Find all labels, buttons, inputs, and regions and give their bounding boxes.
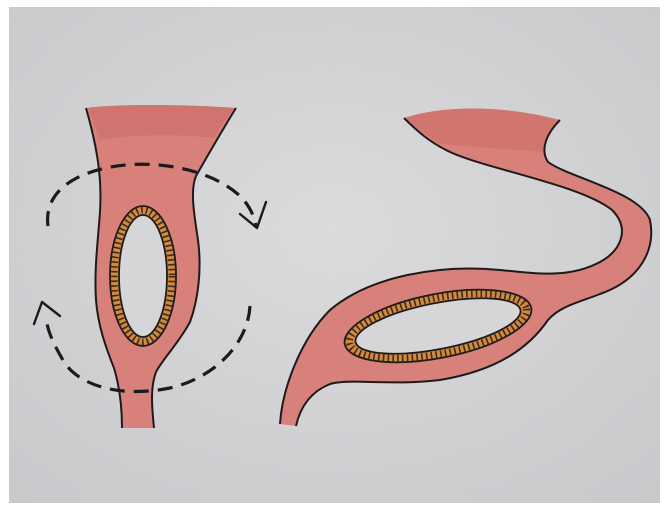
left-lumen: [119, 215, 167, 337]
left-rim-shade: [88, 105, 234, 140]
